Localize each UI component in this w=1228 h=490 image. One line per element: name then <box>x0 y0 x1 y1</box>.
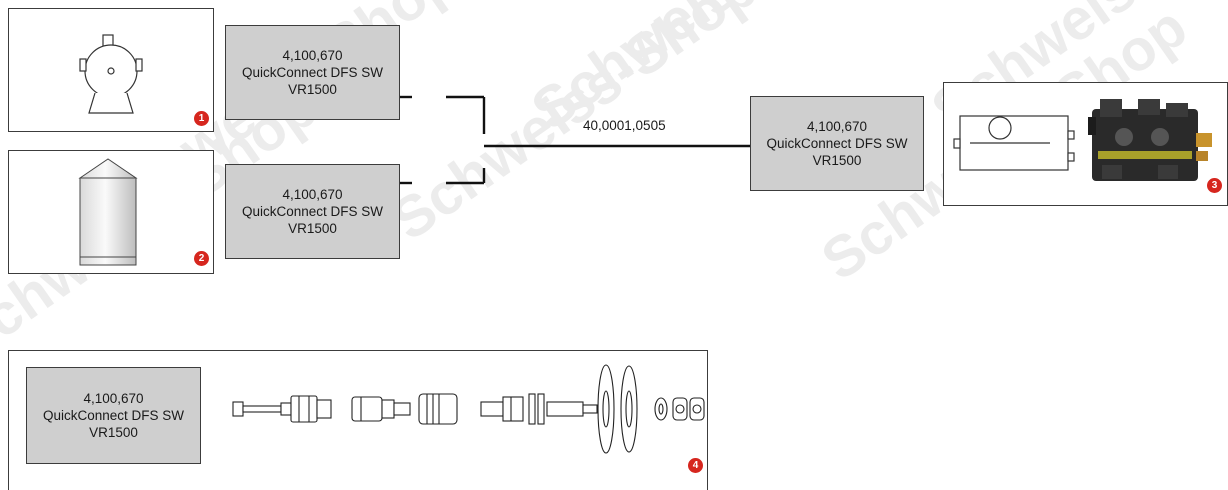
part-model: VR1500 <box>288 81 337 98</box>
part-box-middle: 4,100,670 QuickConnect DFS SW VR1500 <box>225 164 400 259</box>
part-box-right: 4,100,670 QuickConnect DFS SW VR1500 <box>750 96 924 191</box>
pump-icon <box>9 9 215 133</box>
marker-badge-4: 4 <box>688 458 703 473</box>
device-frame-3: 3 <box>943 82 1228 206</box>
part-model: VR1500 <box>813 152 862 169</box>
part-code: 4,100,670 <box>83 390 143 407</box>
part-box-bottom: 4,100,670 QuickConnect DFS SW VR1500 <box>26 367 201 464</box>
hose-label: 40,0001,0505 <box>583 118 666 133</box>
part-name: QuickConnect DFS SW <box>242 64 383 81</box>
part-name: QuickConnect DFS SW <box>242 203 383 220</box>
marker-badge-2: 2 <box>194 251 209 266</box>
part-name: QuickConnect DFS SW <box>43 407 184 424</box>
tank-icon <box>9 151 215 275</box>
part-code: 4,100,670 <box>282 186 342 203</box>
part-model: VR1500 <box>288 220 337 237</box>
wire-feeder-photo-icon <box>1088 95 1218 195</box>
part-box-top: 4,100,670 QuickConnect DFS SW VR1500 <box>225 25 400 120</box>
part-code: 4,100,670 <box>807 118 867 135</box>
part-name: QuickConnect DFS SW <box>766 135 907 152</box>
device-frame-2: 2 <box>8 150 214 274</box>
parts-frame-4: 4,100,670 QuickConnect DFS SW VR1500 4 <box>8 350 708 490</box>
device-frame-1: 1 <box>8 8 214 132</box>
part-model: VR1500 <box>89 424 138 441</box>
part-code: 4,100,670 <box>282 47 342 64</box>
marker-badge-1: 1 <box>194 111 209 126</box>
marker-badge-3: 3 <box>1207 178 1222 193</box>
